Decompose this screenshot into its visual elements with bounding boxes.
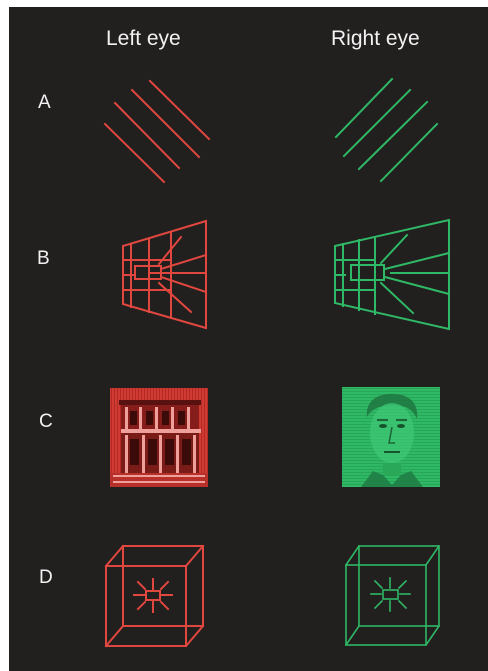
row-c-left-house-image: [110, 388, 208, 487]
row-a-left-lines: [105, 81, 209, 182]
row-d-left-cube: [106, 546, 203, 646]
row-b-left-tunnel: [123, 221, 206, 328]
row-a-right-lines: [336, 79, 437, 181]
binocular-rivalry-figure: Left eye Right eye A B C D: [9, 7, 488, 671]
stimulus-drawings: [9, 7, 488, 671]
row-b-right-tunnel: [335, 220, 449, 329]
row-d-right-cube: [346, 546, 439, 645]
row-c-right-face-image: [342, 387, 440, 487]
